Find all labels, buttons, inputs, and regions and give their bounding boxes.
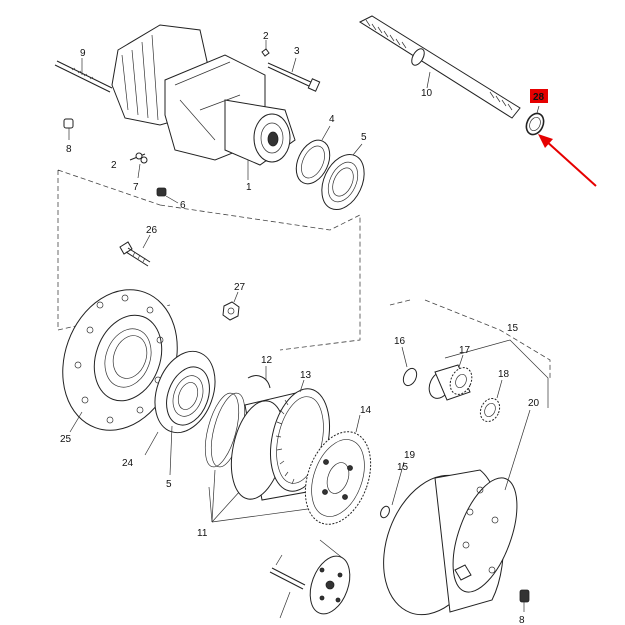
part-27-nut [222, 291, 240, 321]
callout-28-highlight [530, 89, 548, 103]
callout-26: 26 [146, 225, 158, 236]
part-2-pin-upper [261, 40, 270, 57]
part-16-snap-ring [401, 346, 418, 387]
part-10-shaft [358, 15, 521, 119]
callout-1: 1 [246, 182, 252, 193]
callout-20: 20 [528, 398, 540, 409]
callout-17: 17 [459, 345, 471, 356]
callout-6: 6 [180, 200, 186, 211]
callout-15-lower: 15 [397, 462, 409, 473]
callout-27: 27 [234, 282, 246, 293]
part-2-pin-lower [129, 152, 146, 161]
part-1-housing [111, 24, 296, 180]
part-28-ring [525, 105, 545, 136]
part-5-bearing-upper [321, 143, 365, 210]
callout-8-lower: 8 [519, 615, 525, 625]
callout-16: 16 [394, 336, 406, 347]
part-5-bearing-lower [166, 366, 210, 476]
highlight-arrow [538, 134, 597, 187]
part-15-bracket [444, 339, 549, 408]
callout-10: 10 [421, 88, 433, 99]
callout-7: 7 [133, 182, 139, 193]
part-17-planet-gear [428, 354, 473, 401]
part-14-gear-disk [304, 414, 372, 525]
callout-12: 12 [261, 355, 273, 366]
part-4-seal [295, 125, 331, 185]
part-8-nut-upper [63, 118, 74, 140]
part-3-bolt [267, 57, 321, 92]
callout-8-upper: 8 [66, 144, 72, 155]
part-8-nut-lower [519, 589, 530, 612]
callout-4: 4 [329, 114, 335, 125]
part-18-bearing [479, 379, 503, 423]
callout-13: 13 [300, 370, 312, 381]
callout-3: 3 [294, 46, 300, 57]
callout-5-lower: 5 [166, 479, 172, 490]
callout-9: 9 [80, 48, 86, 59]
part-6-plug [156, 187, 179, 204]
part-7-pin [137, 156, 148, 179]
part-19-washer [380, 461, 405, 519]
callout-25: 25 [60, 434, 72, 445]
bottom-plate [309, 539, 351, 615]
callout-14: 14 [360, 405, 372, 416]
callout-5-upper: 5 [361, 132, 367, 143]
callout-24: 24 [122, 458, 134, 469]
part-9-stud [54, 58, 113, 93]
part-26-bolt [119, 234, 151, 267]
callout-15-upper: 15 [507, 323, 519, 334]
callout-19: 19 [404, 450, 416, 461]
part-25-flange [62, 289, 178, 433]
callout-2-upper: 2 [263, 31, 269, 42]
callout-2-lower: 2 [111, 160, 117, 171]
callout-28: 28 [533, 92, 545, 103]
callout-18: 18 [498, 369, 510, 380]
callout-11: 11 [197, 528, 208, 539]
bottom-stud [269, 554, 306, 619]
part-20-carrier [383, 409, 531, 616]
part-12-snap-ring [247, 366, 271, 389]
